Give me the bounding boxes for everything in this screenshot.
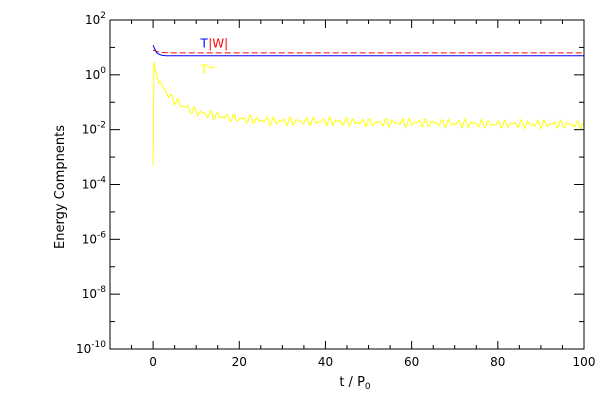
x-tick-label: 100 — [573, 355, 596, 369]
annotation-layer: T|W|T~ — [199, 36, 228, 76]
series-layer — [152, 45, 585, 166]
x-tick-label: 40 — [318, 355, 333, 369]
series-line-0 — [152, 49, 584, 54]
series-line-2 — [152, 61, 585, 166]
y-tick-label: 10-8 — [82, 285, 107, 301]
axes-layer: 0 20 40 60 80 100 10-10 10-8 10-6 10-4 10-2 100 102 — [76, 11, 595, 369]
y-tick-label: 100 — [85, 66, 106, 82]
x-tick-label: 60 — [404, 355, 419, 369]
y-tick-label: 102 — [85, 11, 106, 27]
x-axis-title-sub: 0 — [365, 382, 371, 392]
annotation-label-1: |W| — [208, 36, 228, 50]
annotation-label-3: ~ — [206, 61, 216, 75]
series-line-1 — [152, 45, 584, 57]
y-axis-title: Energy Compnents — [53, 125, 68, 249]
x-axis-title-main: t / P — [339, 375, 365, 390]
y-tick-label: 10-2 — [82, 121, 106, 137]
x-tick-label: 20 — [232, 355, 247, 369]
x-axis-title: t / P0 — [339, 375, 371, 392]
y-tick-label: 10-4 — [82, 176, 107, 192]
plot-frame — [109, 19, 585, 350]
y-tick-label: 10-10 — [76, 340, 106, 356]
x-tick-label: 0 — [149, 355, 157, 369]
annotation-label-2: T — [199, 63, 208, 77]
x-tick-label: 80 — [490, 355, 505, 369]
y-tick-label: 10-6 — [82, 230, 107, 246]
annotation-label-0: T — [199, 36, 208, 50]
